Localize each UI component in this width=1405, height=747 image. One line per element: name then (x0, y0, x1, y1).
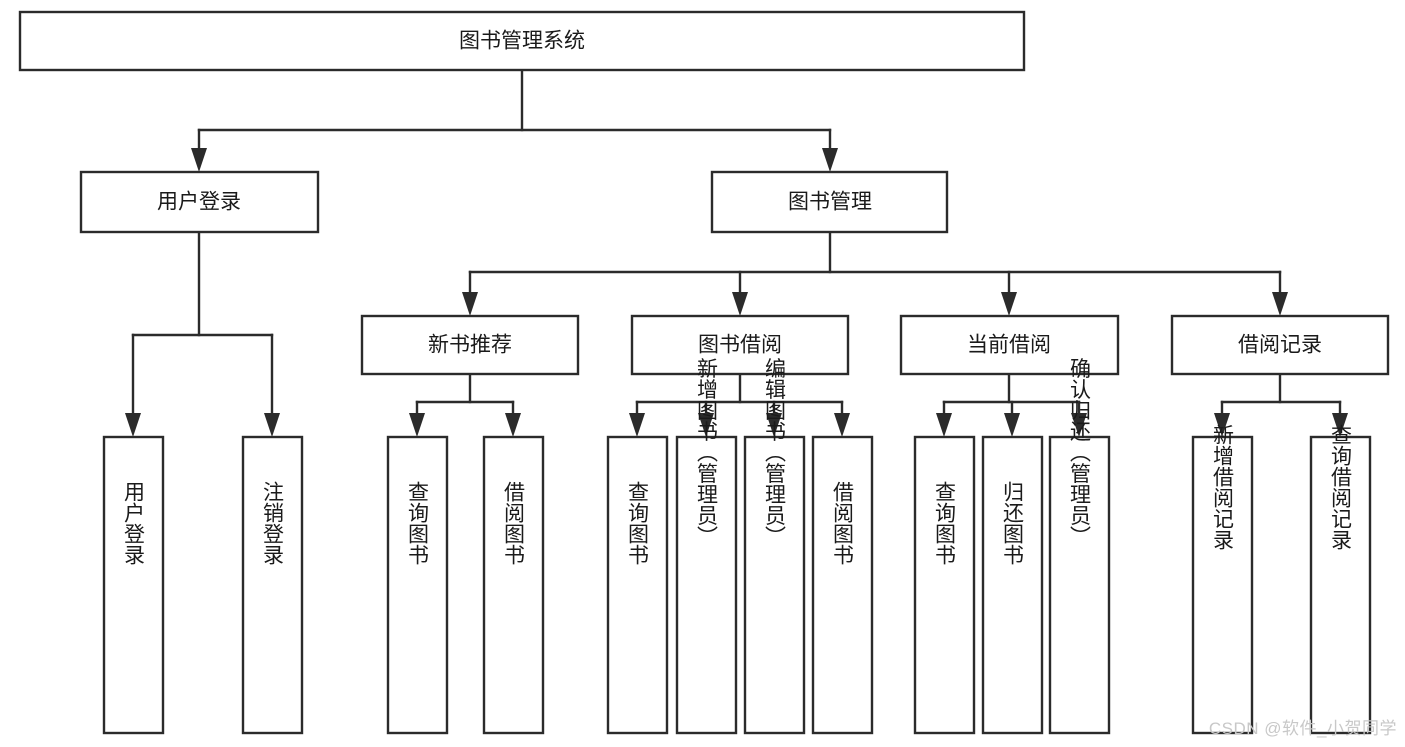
node-leaf-current-borrow-2[interactable]: 归还图书 (981, 435, 1044, 735)
node-new-book-label: 新书推荐 (428, 334, 512, 357)
arrow-current-borrow-leaf-1 (936, 413, 952, 437)
node-leaf-borrow-book-1-label: 查询图书 (626, 481, 650, 565)
arrow-borrow-record-leaf-1 (1214, 413, 1230, 437)
node-leaf-borrow-record-1-label: 新增借阅记录 (1211, 424, 1235, 550)
arrow-new-book-leaf-2 (505, 413, 521, 437)
node-leaf-user-login-1[interactable]: 用户登录 (102, 435, 165, 735)
node-leaf-new-book-1[interactable]: 查询图书 (386, 435, 449, 735)
node-leaf-borrow-record-1[interactable]: 新增借阅记录 (1191, 424, 1254, 735)
node-current-borrow[interactable]: 当前借阅 (899, 314, 1120, 376)
node-root-label: 图书管理系统 (459, 30, 585, 53)
arrow-user-login-leaf-2 (264, 413, 280, 437)
node-leaf-current-borrow-1-label: 查询图书 (933, 481, 957, 565)
arrow-borrow-record-leaf-2 (1332, 413, 1348, 437)
arrow-borrow-book-leaf-2 (698, 413, 714, 437)
node-leaf-current-borrow-1[interactable]: 查询图书 (913, 435, 976, 735)
node-borrow-record[interactable]: 借阅记录 (1170, 314, 1390, 376)
arrow-borrow-book-leaf-1 (629, 413, 645, 437)
arrow-user-login-leaf-1 (125, 413, 141, 437)
arrow-to-book-manage (822, 148, 838, 172)
edges-layer (125, 68, 1348, 437)
node-user-login-label: 用户登录 (157, 191, 241, 214)
node-leaf-borrow-book-3-label: 编辑图书（管理员） (763, 358, 787, 547)
arrow-to-current-borrow (1001, 292, 1017, 316)
node-user-login[interactable]: 用户登录 (79, 170, 320, 234)
arrow-new-book-leaf-1 (409, 413, 425, 437)
node-leaf-borrow-book-3[interactable]: 编辑图书（管理员） (743, 358, 806, 735)
node-current-borrow-label: 当前借阅 (967, 334, 1051, 357)
node-leaf-user-login-1-label: 用户登录 (122, 481, 146, 565)
node-leaf-borrow-book-1[interactable]: 查询图书 (606, 435, 669, 735)
node-leaf-borrow-record-2[interactable]: 查询借阅记录 (1309, 424, 1372, 735)
arrow-current-borrow-leaf-2 (1004, 413, 1020, 437)
arrow-to-borrow-book (732, 292, 748, 316)
node-book-manage-label: 图书管理 (788, 191, 872, 214)
node-borrow-book-label: 图书借阅 (698, 334, 782, 357)
node-leaf-user-login-2-label: 注销登录 (261, 481, 285, 565)
arrow-borrow-book-leaf-3 (766, 413, 782, 437)
arrow-to-user-login (191, 148, 207, 172)
node-leaf-current-borrow-3[interactable]: 确认归还（管理员） (1048, 358, 1111, 735)
node-leaf-borrow-record-2-label: 查询借阅记录 (1329, 424, 1353, 550)
node-leaf-new-book-2-label: 借阅图书 (502, 481, 526, 565)
node-root[interactable]: 图书管理系统 (18, 10, 1026, 72)
node-leaf-current-borrow-2-label: 归还图书 (1001, 481, 1025, 565)
node-leaf-current-borrow-3-label: 确认归还（管理员） (1068, 358, 1092, 547)
node-leaf-borrow-book-4[interactable]: 借阅图书 (811, 435, 874, 735)
node-leaf-new-book-2[interactable]: 借阅图书 (482, 435, 545, 735)
node-borrow-book[interactable]: 图书借阅 (630, 314, 850, 376)
node-leaf-borrow-book-4-label: 借阅图书 (831, 481, 855, 565)
node-leaf-borrow-book-2-label: 新增图书（管理员） (695, 358, 719, 547)
node-leaf-user-login-2[interactable]: 注销登录 (241, 435, 304, 735)
node-leaf-new-book-1-label: 查询图书 (406, 481, 430, 565)
node-book-manage[interactable]: 图书管理 (710, 170, 949, 234)
node-new-book[interactable]: 新书推荐 (360, 314, 580, 376)
node-leaf-borrow-book-2[interactable]: 新增图书（管理员） (675, 358, 738, 735)
arrow-current-borrow-leaf-3 (1071, 413, 1087, 437)
node-borrow-record-label: 借阅记录 (1238, 334, 1322, 357)
arrow-to-borrow-record (1272, 292, 1288, 316)
arrow-to-new-book (462, 292, 478, 316)
arrow-borrow-book-leaf-4 (834, 413, 850, 437)
